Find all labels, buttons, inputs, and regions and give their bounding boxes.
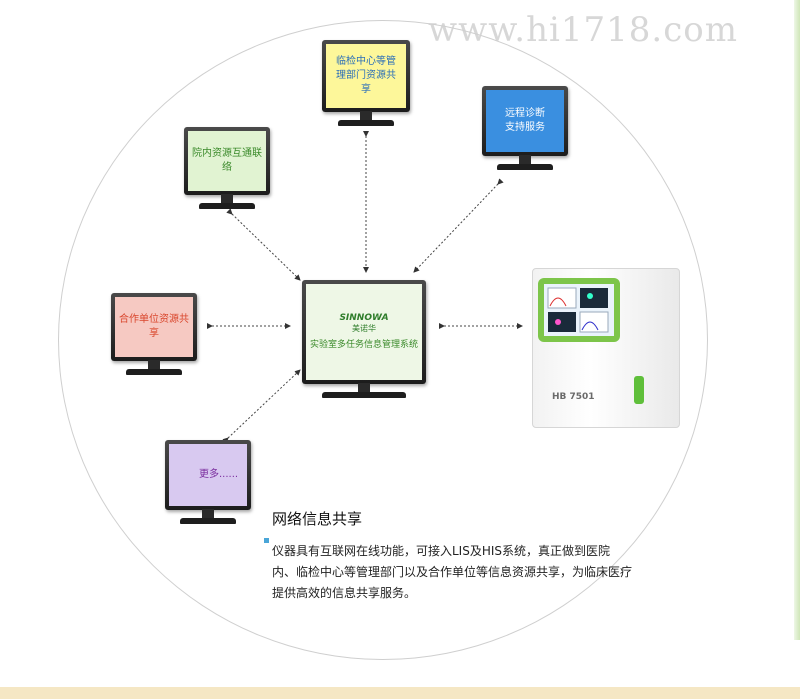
monitor-remote-diagnosis-label: 远程诊断支持服务 xyxy=(505,108,545,133)
monitor-hospital-internal: 院内资源互通联络 xyxy=(184,127,270,209)
monitor-more-label: 更多...... xyxy=(199,469,239,480)
sample-probe xyxy=(634,376,644,404)
monitor-partner-units-label: 合作单位资源共享 xyxy=(119,314,189,339)
analyzer-brand: HB 7501 xyxy=(552,392,595,402)
monitor-remote-diagnosis-screen: 远程诊断支持服务 xyxy=(486,90,564,152)
bottom-bar xyxy=(0,687,800,699)
link-upper-left xyxy=(226,208,301,281)
monitor-lab-system: SINNOWA 美诺华 实验室多任务信息管理系统 xyxy=(302,280,426,398)
analyzer-display xyxy=(538,278,620,342)
monitor-partner-units-screen: 合作单位资源共享 xyxy=(115,297,193,357)
info-title: 网络信息共享 xyxy=(272,510,363,528)
right-edge-strip xyxy=(794,0,800,640)
monitor-more-screen: 更多...... xyxy=(169,444,247,506)
sinnowa-logo-subtext: 美诺华 xyxy=(352,323,376,333)
sinnowa-logo: SINNOWA xyxy=(339,312,389,323)
analyzer-screen-graphs xyxy=(547,287,609,333)
link-upper-right xyxy=(413,178,504,273)
info-section: 网络信息共享 仪器具有互联网在线功能，可接入LIS及HIS系统，真正做到医院内、… xyxy=(264,508,633,604)
hematology-analyzer: HB 7501 xyxy=(532,268,680,428)
monitor-lab-center: 临检中心等管理部门资源共享 xyxy=(322,40,410,126)
info-body: 仪器具有互联网在线功能，可接入LIS及HIS系统，真正做到医院内、临检中心等管理… xyxy=(272,544,633,600)
monitor-lab-center-screen: 临检中心等管理部门资源共享 xyxy=(326,44,406,108)
monitor-lab-system-label: 实验室多任务信息管理系统 xyxy=(309,339,418,350)
monitor-lab-center-label: 临检中心等管理部门资源共享 xyxy=(336,56,396,95)
link-lower-left xyxy=(222,369,301,444)
monitor-hospital-internal-screen: 院内资源互通联络 xyxy=(188,131,266,191)
monitor-partner-units: 合作单位资源共享 xyxy=(111,293,197,375)
monitor-hospital-internal-label: 院内资源互通联络 xyxy=(192,148,262,173)
monitor-lab-system-screen: SINNOWA 美诺华 实验室多任务信息管理系统 xyxy=(306,284,422,380)
network-circle xyxy=(58,20,708,660)
monitor-more: 更多...... xyxy=(165,440,251,524)
bullet-icon xyxy=(264,538,269,543)
monitor-remote-diagnosis: 远程诊断支持服务 xyxy=(482,86,568,170)
